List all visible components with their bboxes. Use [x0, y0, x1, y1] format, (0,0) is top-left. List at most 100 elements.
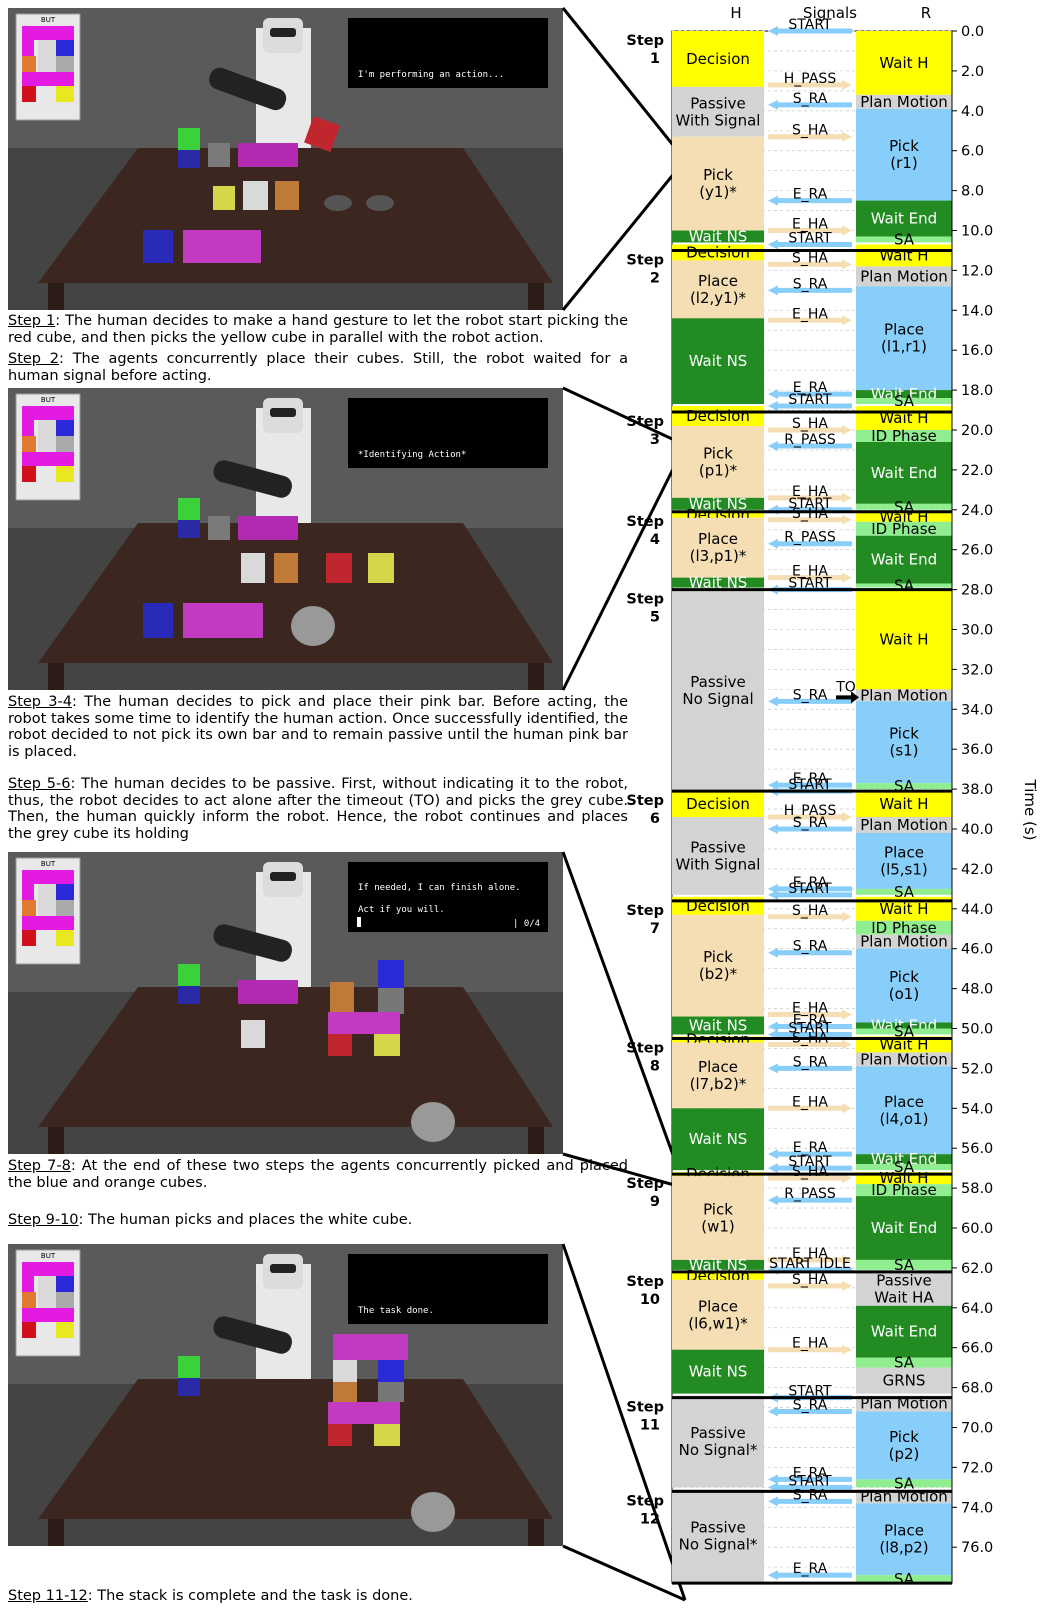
robot-block-label: SA	[894, 1256, 915, 1274]
signal-arrow	[768, 401, 852, 412]
human-block-label: With Signal	[676, 111, 761, 129]
human-block	[672, 1259, 764, 1270]
caption-step-1: Step 1: The human decides to make a hand…	[8, 313, 628, 346]
time-tick-label: 44.0	[961, 902, 993, 918]
signal-arrow	[768, 883, 852, 894]
signal-arrow	[768, 1406, 852, 1417]
human-block-label: No Signal	[682, 690, 753, 708]
step-number: 12	[640, 1511, 660, 1527]
human-block-label: Pick	[703, 948, 733, 966]
signal-arrow	[768, 1163, 852, 1174]
signal-label: S_HA	[792, 123, 828, 139]
time-tick-label: 6.0	[961, 144, 984, 160]
signal-arrow	[768, 824, 852, 834]
human-block	[672, 1279, 764, 1350]
human-block	[672, 318, 764, 405]
caption-text: : At the end of these two steps the agen…	[8, 1158, 628, 1191]
caption-step-3-4: Step 3-4: The human decides to pick and …	[8, 694, 628, 760]
scene-2: *Identifying Action* BUT	[8, 388, 563, 690]
robot-block-label: Wait End	[871, 210, 937, 228]
signal-label: START	[788, 576, 832, 592]
signal-arrow	[768, 1063, 852, 1074]
time-tick-label: 68.0	[961, 1381, 993, 1397]
caption-step-2: Step 2: The agents concurrently place th…	[8, 351, 628, 384]
human-block	[672, 817, 764, 895]
human-block-label: Pick	[703, 1201, 733, 1219]
robot-block-label: SA	[894, 1474, 915, 1492]
step-number: 10	[640, 1292, 660, 1308]
human-block-label: Decision	[686, 407, 750, 425]
time-tick-label: 18.0	[961, 383, 993, 399]
robot-block	[856, 236, 952, 243]
time-tick-label: 24.0	[961, 503, 993, 519]
robot-block-label: Wait End	[871, 1150, 937, 1168]
caption-step-9-10: Step 9-10: The human picks and places th…	[8, 1212, 628, 1229]
scene-4: The task done. BUT	[8, 1244, 563, 1546]
human-block-label: With Signal	[676, 855, 761, 873]
human-block	[672, 1016, 764, 1035]
signal-label: START	[788, 496, 832, 512]
robot-block	[856, 266, 952, 287]
time-tick-label: 54.0	[961, 1101, 993, 1117]
human-block	[672, 1395, 764, 1488]
signal-label: S_HA	[792, 903, 828, 919]
robot-block-label: Wait H	[879, 900, 928, 918]
signal-label: E_HA	[792, 1001, 828, 1017]
robot-block	[856, 521, 952, 536]
time-tick-label: 76.0	[961, 1540, 993, 1556]
signal-arrow	[768, 492, 852, 503]
robot-block	[856, 1479, 952, 1488]
signal-arrow	[768, 1496, 852, 1507]
time-tick-label: 62.0	[961, 1261, 993, 1277]
robot-block-label: SA	[894, 883, 915, 901]
robot-block-label: Pick	[889, 1428, 919, 1446]
scene-3: If needed, I can finish alone. Act if yo…	[8, 852, 563, 1154]
step-label: Step	[626, 903, 664, 919]
signal-label: E_RA	[793, 771, 828, 787]
human-block-label: Wait NS	[689, 1256, 748, 1274]
step-label: Step	[626, 1040, 664, 1056]
signal-arrow	[768, 259, 852, 270]
human-block-label: Place	[698, 530, 738, 548]
robot-block	[856, 1395, 952, 1412]
robot-block-label: SA	[894, 1022, 915, 1040]
step-label: Step	[626, 793, 664, 809]
goal-board-label: BUT	[41, 16, 56, 24]
human-block-label: No Signal*	[679, 1536, 758, 1554]
signal-label: E_HA	[792, 564, 828, 580]
human-block-label: Passive	[690, 94, 745, 112]
caption-step-11-12: Step 11-12: The stack is complete and th…	[8, 1588, 628, 1605]
caption-step-label: Step 3-4	[8, 694, 72, 710]
robot-block	[856, 1575, 952, 1584]
step-label: Step	[626, 514, 664, 530]
robot-block	[856, 1184, 952, 1197]
human-block	[672, 230, 764, 243]
signal-arrow	[768, 285, 852, 296]
human-block-label: Pick	[703, 166, 733, 184]
robot-block-label: GRNS	[883, 1372, 926, 1390]
signal-label: E_RA	[793, 875, 828, 891]
robot-block	[856, 701, 952, 784]
signal-label: S_RA	[793, 276, 828, 292]
progress-counter: | 0/4	[513, 919, 540, 929]
signal-label: H_PASS	[784, 803, 837, 819]
human-block	[672, 1042, 764, 1109]
robot-block	[856, 817, 952, 833]
robot-block	[856, 948, 952, 1023]
robot-block-label: Pick	[889, 725, 919, 743]
time-tick-label: 40.0	[961, 822, 993, 838]
human-block	[672, 1271, 764, 1280]
step-number: 6	[650, 811, 660, 827]
time-tick-label: 30.0	[961, 623, 993, 639]
robot-block	[856, 589, 952, 690]
human-block-label: Passive	[690, 1519, 745, 1537]
step-label: Step	[626, 414, 664, 430]
robot-block	[856, 1036, 952, 1053]
signal-arrow	[768, 696, 852, 707]
human-block-label: (p1)*	[699, 461, 738, 479]
human-block	[672, 914, 764, 1017]
signal-arrow	[768, 1149, 852, 1160]
signal-label: E_RA	[793, 1561, 828, 1577]
time-tick-label: 14.0	[961, 303, 993, 319]
robot-block	[856, 1367, 952, 1394]
